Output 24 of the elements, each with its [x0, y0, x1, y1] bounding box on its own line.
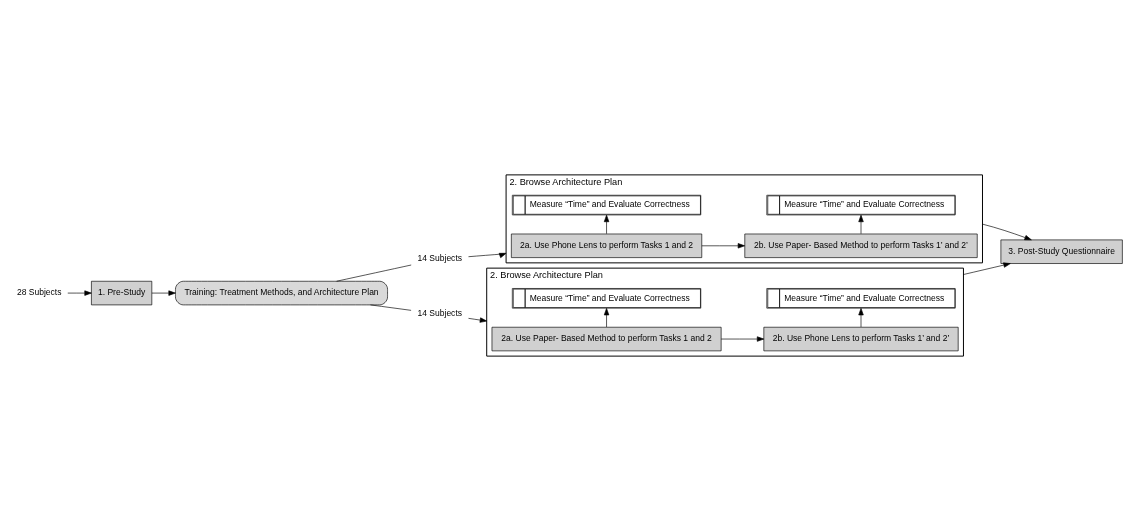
arrow [468, 253, 507, 258]
node-text: 14 Subjects [417, 253, 463, 264]
arrow [720, 336, 765, 342]
node-box: 2b. Use Phone Lens to perform Tasks 1’ and 2’ [763, 326, 959, 352]
node-box: 2a. Use Phone Lens to perform Tasks 1 and 2 [511, 233, 703, 258]
arrow [858, 308, 864, 328]
arrow [468, 317, 488, 323]
arrow [701, 243, 745, 249]
node-text: 28 Subjects [16, 287, 62, 298]
connector [370, 304, 412, 311]
node-box: 2b. Use Paper- Based Method to perform Tasks 1’ and 2’ [744, 233, 978, 258]
arrow [67, 290, 92, 296]
arrow [151, 290, 176, 296]
node-box: 3. Post-Study Questionnaire [1000, 239, 1123, 264]
arrow [982, 223, 1032, 241]
node-box: Training: Treatment Methods, and Architecture Plan [175, 280, 388, 306]
arrow [963, 262, 1011, 275]
node-box: 2a. Use Paper- Based Method to perform Tasks 1 and 2 [491, 326, 722, 352]
arrow [858, 214, 864, 235]
arrow [603, 308, 610, 328]
connector [336, 264, 412, 282]
arrow [603, 214, 610, 235]
node-text: 14 Subjects [417, 308, 463, 319]
node-box: 1. Pre-Study [91, 280, 153, 306]
